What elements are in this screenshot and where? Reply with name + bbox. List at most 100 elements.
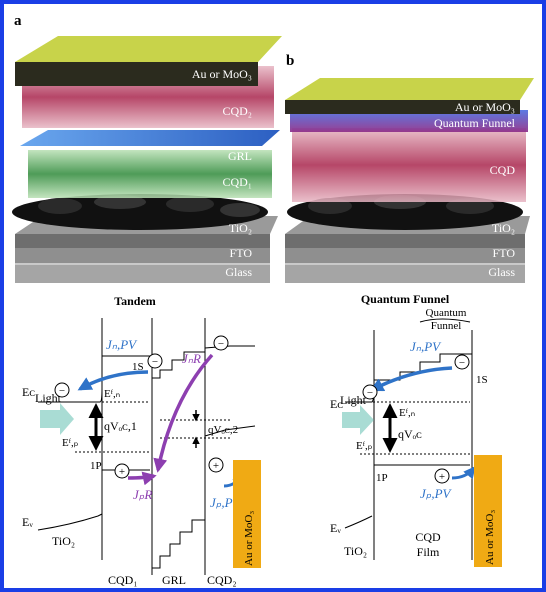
level-1s-label-b: 1S <box>476 374 488 386</box>
ev-band-left <box>37 513 103 531</box>
funnel-label-line2: Funnel <box>431 320 462 332</box>
grl-band-label: GRL <box>162 573 186 587</box>
grl-steps-top <box>152 351 205 379</box>
contact-block-a <box>233 460 261 568</box>
funnel-top-contact-label: Au or MoO₃ <box>455 100 515 114</box>
qvoc2-label: qVₒᴄ,2 <box>208 424 238 436</box>
grl-layer <box>20 130 280 146</box>
panel-a-letter: a <box>14 13 22 29</box>
jn-pv-arrow-a <box>77 370 149 391</box>
tandem-fto-label: FTO <box>230 246 253 260</box>
jpr-arrow <box>127 471 157 486</box>
cqd2-band-label: CQD₂ <box>207 573 237 587</box>
cqd-layer-b <box>292 128 526 202</box>
jn-pv-arrow-b <box>369 366 453 392</box>
jn-pv-label-a: Jₙ,PV <box>106 337 138 352</box>
funnel-label-line1: Quantum <box>426 307 467 319</box>
grl-steps-bottom <box>152 519 205 569</box>
cqd1-band-label: CQD₁ <box>108 573 138 587</box>
cqd-film-label-2: Film <box>417 545 440 559</box>
top-contact-layer <box>15 62 258 86</box>
ec-label-a: Eᴄ <box>22 385 35 399</box>
ev-label-a: Eᵥ <box>22 515 33 529</box>
cqd-film-label-1: CQD <box>415 530 441 544</box>
electron-sign-b2: − <box>459 357 465 369</box>
light-label-b: Light <box>340 393 367 407</box>
funnel-bracket <box>419 318 471 323</box>
jpr-label: JₚR <box>133 487 152 502</box>
jnr-label: JₙR <box>182 351 201 366</box>
hole-sign-a1: + <box>119 466 125 478</box>
electron-circle-a3 <box>213 335 229 351</box>
efn-label-a: Eᶠ,ₙ <box>104 388 120 400</box>
light-label-a: Light <box>35 391 62 405</box>
electron-sign-b1: − <box>367 387 373 399</box>
electron-sign-a2: − <box>152 356 158 368</box>
top-contact-slab <box>15 36 282 62</box>
funnel-cqd-label: CQD <box>490 163 516 177</box>
funnel-fto-label: FTO <box>493 246 516 260</box>
tio2-band-label-b: TiO₂ <box>344 544 367 558</box>
level-1s-label-a: 1S <box>132 361 144 373</box>
tio2-band-label-a: TiO₂ <box>52 534 75 548</box>
electron-circle-b1 <box>362 384 378 400</box>
ev-band-b <box>344 515 373 529</box>
tandem-glass-label: Glass <box>225 265 252 279</box>
funnel-device-stack <box>285 78 534 283</box>
electron-sign-a1: − <box>59 385 65 397</box>
glass-layer <box>15 265 270 283</box>
electron-circle-a1 <box>54 382 70 398</box>
hole-sign-a2: + <box>213 460 219 472</box>
jn-pv-label-b: Jₙ,PV <box>410 339 442 354</box>
light-arrow-b <box>342 405 374 435</box>
cqd1-layer <box>28 150 272 198</box>
tandem-top-contact-label: Au or MoO₃ <box>192 67 252 81</box>
hole-circle-a1 <box>114 463 130 479</box>
level-1p-line <box>101 469 150 490</box>
ec-label-b: Eᴄ <box>330 397 343 411</box>
tandem-device-stack <box>12 36 282 283</box>
electron-circle-a2 <box>147 353 163 369</box>
tio2-layer-b <box>285 234 525 248</box>
hole-sign-b1: + <box>439 471 445 483</box>
cqd2-ev <box>204 425 256 437</box>
light-arrow-a <box>40 403 74 435</box>
jp-pv-label-b: Jₚ,PV <box>420 486 453 501</box>
hole-circle-b1 <box>434 468 450 484</box>
jnr-arrow <box>153 353 214 473</box>
funnel-tio2-label: TiO₂ <box>492 221 515 235</box>
top-contact-layer-b <box>285 100 520 114</box>
glass-layer-b <box>285 265 525 283</box>
cqd2-ec <box>204 345 255 349</box>
fto-layer <box>15 248 270 263</box>
tandem-tio2-label: TiO₂ <box>229 221 252 235</box>
tandem-grl-label: GRL <box>228 149 252 163</box>
contact-label-a: Au or MoO₃ <box>243 511 255 566</box>
tandem-cqd1-label: CQD₁ <box>222 175 252 189</box>
hole-circle-a2 <box>208 457 224 473</box>
funnel-caption: Quantum Funnel <box>361 292 450 306</box>
electron-sign-a3: − <box>218 338 224 350</box>
tio2-layer <box>15 234 270 248</box>
level-1p-label-b: 1P <box>376 472 388 484</box>
panel-b-letter: b <box>286 53 294 69</box>
top-contact-slab-b <box>285 78 534 100</box>
qvoc1-label: qVₒᴄ,1 <box>104 419 137 433</box>
ec-band-left <box>38 355 150 403</box>
funnel-funnel-label: Quantum Funnel <box>434 116 516 130</box>
qvoc-label-b: qVₒᴄ <box>398 427 422 441</box>
contact-block-b <box>474 455 502 567</box>
contact-label-b: Au or MoO₃ <box>484 510 496 565</box>
tandem-cqd2-label: CQD₂ <box>222 104 252 118</box>
jp-pv-arrow-b <box>451 466 476 480</box>
efp-label-b: Eᶠ,ₚ <box>356 440 373 452</box>
level-1p-line-b <box>373 464 470 480</box>
level-1p-label-a: 1P <box>90 460 102 472</box>
tandem-caption: Tandem <box>114 294 156 308</box>
fto-layer-b <box>285 248 525 263</box>
electron-circle-b2 <box>454 354 470 370</box>
funnel-glass-label: Glass <box>488 265 515 279</box>
ev-label-b: Eᵥ <box>330 521 341 535</box>
efp-label-a: Eᶠ,ₚ <box>62 437 79 449</box>
